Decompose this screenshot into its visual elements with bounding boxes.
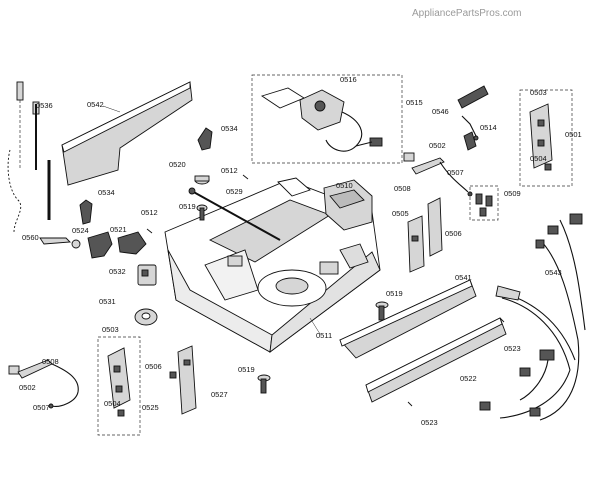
part-0522-panel[interactable] — [365, 317, 507, 403]
callout-0504-left: 0504 — [104, 399, 121, 408]
part-0504-nut-left[interactable] — [117, 409, 125, 417]
part-0541-panel[interactable] — [339, 279, 477, 359]
callout-0501: 0501 — [565, 130, 582, 139]
part-0504-nut-right[interactable] — [544, 163, 552, 171]
part-0506-bracket-right[interactable] — [427, 197, 443, 257]
callout-0560: 0560 — [22, 233, 39, 242]
part-0509-clips[interactable] — [475, 193, 493, 217]
part-0521-spring[interactable] — [117, 231, 147, 255]
part-0514-switch[interactable] — [463, 131, 477, 151]
part-0502-cap-right[interactable] — [403, 152, 415, 162]
part-0520-knob[interactable] — [194, 175, 210, 185]
callout-0523-a: 0523 — [504, 344, 521, 353]
callout-0504-right: 0504 — [530, 154, 547, 163]
callout-0509: 0509 — [504, 189, 521, 198]
part-0523-screw-b[interactable] — [407, 401, 413, 407]
part-0534-clip-left[interactable] — [79, 199, 93, 225]
part-0536-rod[interactable] — [7, 81, 51, 233]
callout-0534-top: 0534 — [221, 124, 238, 133]
part-0510-sump[interactable] — [323, 179, 373, 231]
watermark: AppliancePartsPros.com — [412, 8, 522, 19]
part-0506-bracket-left[interactable] — [169, 371, 177, 379]
part-0523-screw-a[interactable] — [499, 317, 505, 323]
part-0519-screw-bottom[interactable] — [257, 374, 271, 394]
group-0515-box — [251, 74, 403, 164]
callout-0519-top: 0519 — [179, 202, 196, 211]
callout-0510: 0510 — [336, 181, 353, 190]
callout-0506-left: 0506 — [145, 362, 162, 371]
callout-0508-left: 0508 — [42, 357, 59, 366]
callout-0507-right: 0507 — [447, 168, 464, 177]
callout-0506-right: 0506 — [445, 229, 462, 238]
callout-0505: 0505 — [392, 209, 409, 218]
callout-0502-left: 0502 — [19, 383, 36, 392]
part-0560-arm[interactable] — [39, 237, 72, 245]
part-0532-bracket[interactable] — [137, 264, 157, 286]
group-0525-box — [97, 336, 141, 436]
callout-0524: 0524 — [72, 226, 89, 235]
group-0501-box — [519, 89, 573, 187]
callout-0512-center: 0512 — [221, 166, 238, 175]
callout-0529: 0529 — [226, 187, 243, 196]
part-0543-harness[interactable] — [479, 213, 586, 421]
part-0512-screw-left[interactable] — [146, 228, 153, 234]
group-0509-box — [469, 185, 499, 221]
callout-0502-right: 0502 — [429, 141, 446, 150]
callout-0512-left: 0512 — [141, 208, 158, 217]
part-0534-clip[interactable] — [197, 127, 213, 151]
callout-0531: 0531 — [99, 297, 116, 306]
part-0519-screw-top[interactable] — [196, 204, 208, 221]
callout-0536: 0536 — [36, 101, 53, 110]
callout-0519-right: 0519 — [386, 289, 403, 298]
callout-0527: 0527 — [211, 390, 228, 399]
callout-0511: 0511 — [316, 331, 332, 340]
part-0546-sensor[interactable] — [457, 85, 489, 141]
part-0501-hinge[interactable] — [529, 103, 553, 169]
callout-0525: 0525 — [142, 403, 159, 412]
callout-0503-right: 0503 — [530, 88, 547, 97]
callout-0503-left: 0503 — [102, 325, 119, 334]
callout-0516: 0516 — [340, 75, 357, 84]
part-0516-pump[interactable] — [260, 87, 383, 152]
callout-0515: 0515 — [406, 98, 423, 107]
callout-0546: 0546 — [432, 107, 449, 116]
part-0505-bracket[interactable] — [407, 215, 425, 273]
part-0524-gear[interactable] — [71, 231, 113, 259]
callout-0542: 0542 — [87, 100, 104, 109]
part-0502-cap-left[interactable] — [8, 365, 20, 375]
part-0507-cable-left[interactable] — [48, 363, 79, 409]
callout-0508-right: 0508 — [394, 184, 411, 193]
callout-0543: 0543 — [545, 268, 562, 277]
callout-0522: 0522 — [460, 374, 477, 383]
callout-0523-b: 0523 — [421, 418, 438, 427]
callout-0519-bottom: 0519 — [238, 365, 255, 374]
part-0519-screw-right[interactable] — [375, 301, 389, 321]
part-0511-base-frame[interactable] — [164, 177, 381, 353]
callout-0507-left: 0507 — [33, 403, 50, 412]
callout-0534-left: 0534 — [98, 188, 115, 197]
part-0531-disc[interactable] — [134, 308, 158, 326]
callout-0532: 0532 — [109, 267, 126, 276]
callout-0521: 0521 — [110, 225, 127, 234]
callout-0520: 0520 — [169, 160, 186, 169]
callout-0541: 0541 — [455, 273, 472, 282]
callout-0514: 0514 — [480, 123, 497, 132]
part-0512-screw-center[interactable] — [242, 174, 249, 180]
part-0508-rod-right[interactable] — [411, 157, 445, 175]
part-0525-hinge[interactable] — [107, 347, 131, 409]
part-0529-rod[interactable] — [188, 187, 281, 241]
part-0542-panel[interactable] — [61, 81, 193, 186]
part-0527-bracket[interactable] — [177, 345, 197, 415]
